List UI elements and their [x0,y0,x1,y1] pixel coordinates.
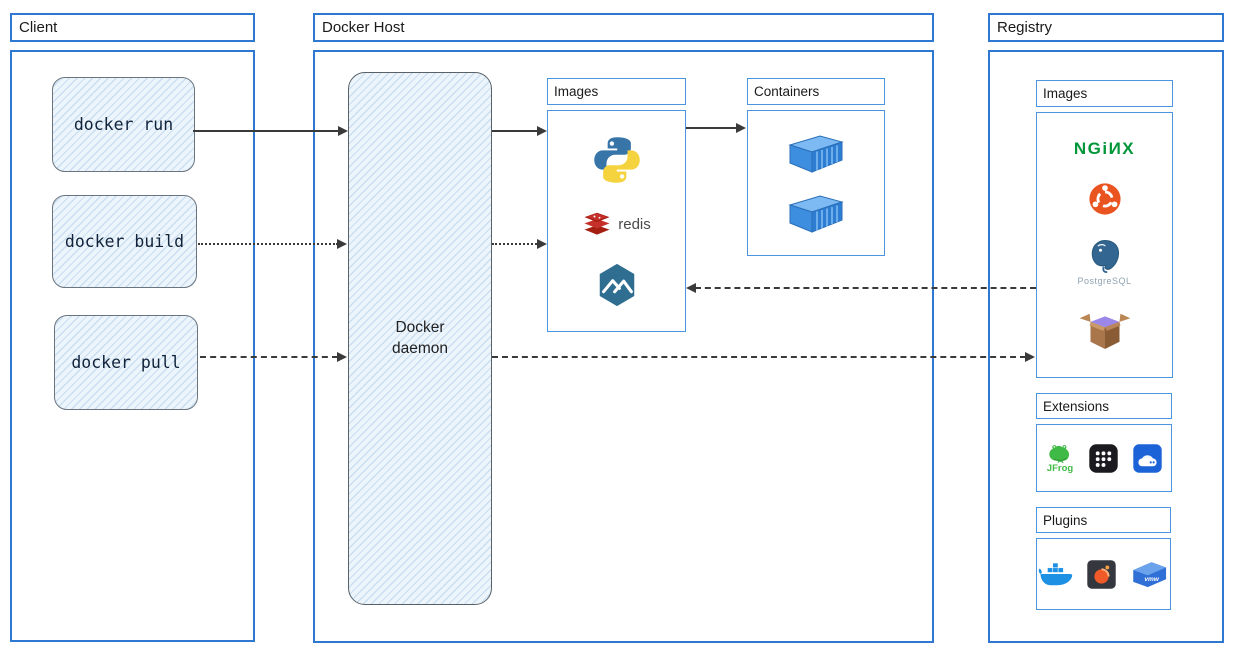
container-icon [788,195,844,233]
host-images-box: redis [547,110,686,332]
docker-host-title: Docker Host [322,19,405,36]
plugins-title-box: Plugins [1036,507,1171,533]
registry-images-box: NGiИX PostgreSQL [1036,112,1173,378]
alpine-icon [599,263,634,307]
flow-run-to-daemon [193,130,343,132]
plugins-title: Plugins [1043,512,1088,528]
docker-run-label: docker run [73,115,174,134]
vmware-label: vmw [1144,576,1159,583]
flow-build-to-daemon [198,243,338,245]
registry-images-title-box: Images [1036,80,1173,107]
host-images-title: Images [554,84,599,99]
flow-daemon-to-images-dotted [492,243,537,245]
docker-whale-icon [1038,563,1073,586]
docker-build-label: docker build [64,232,185,251]
client-title-box: Client [10,13,255,42]
ubuntu-icon [1088,183,1121,215]
grafana-icon [1087,559,1116,589]
extensions-title: Extensions [1043,398,1110,414]
flow-daemon-to-images-solid [492,130,538,132]
nginx-logo: NGiИX [1073,138,1136,158]
arrowhead-icon [1025,351,1035,362]
drive-icon [1133,443,1162,473]
postgresql-label: PostgreSQL [1077,276,1132,287]
jfrog-logo: JFrog [1045,442,1075,474]
extensions-title-box: Extensions [1036,393,1172,419]
redis-label: redis [618,215,651,233]
docker-run-box: docker run [52,77,195,172]
flow-pull-to-daemon [200,356,338,358]
redis-logo: redis [582,212,651,236]
client-title: Client [19,19,58,36]
registry-title: Registry [997,19,1053,36]
plugins-box: vmw [1036,538,1171,610]
busybox-icon [1079,314,1130,350]
docker-daemon-box: Docker daemon [348,72,492,605]
flow-registry-to-images [695,287,1036,289]
extensions-box: JFrog [1036,424,1172,492]
redis-icon [584,212,610,235]
dots-grid-icon [1089,443,1118,473]
vmware-icon: vmw [1133,562,1167,588]
jfrog-icon [1049,445,1070,464]
arrowhead-icon [337,351,347,362]
containers-title-box: Containers [747,78,885,105]
jfrog-label: JFrog [1046,463,1074,474]
postgresql-icon [1091,240,1119,274]
docker-pull-label: docker pull [71,353,181,372]
container-icon [788,135,844,173]
python-icon [593,137,640,183]
arrowhead-icon [338,125,348,136]
arrowhead-icon [337,238,347,249]
arrowhead-icon [686,282,696,293]
containers-box [747,110,885,256]
postgresql-logo: PostgreSQL [1077,239,1131,286]
arrowhead-icon [736,122,746,133]
docker-daemon-label: Docker daemon [391,318,448,357]
flow-images-to-containers [686,127,737,129]
registry-title-box: Registry [988,13,1224,42]
containers-title: Containers [754,84,820,99]
docker-build-box: docker build [52,195,197,288]
registry-images-title: Images [1043,86,1088,101]
docker-host-title-box: Docker Host [313,13,934,42]
docker-pull-box: docker pull [54,315,198,410]
host-images-title-box: Images [547,78,686,105]
flow-daemon-to-registry [492,356,1026,358]
arrowhead-icon [537,238,547,249]
arrowhead-icon [537,125,547,136]
